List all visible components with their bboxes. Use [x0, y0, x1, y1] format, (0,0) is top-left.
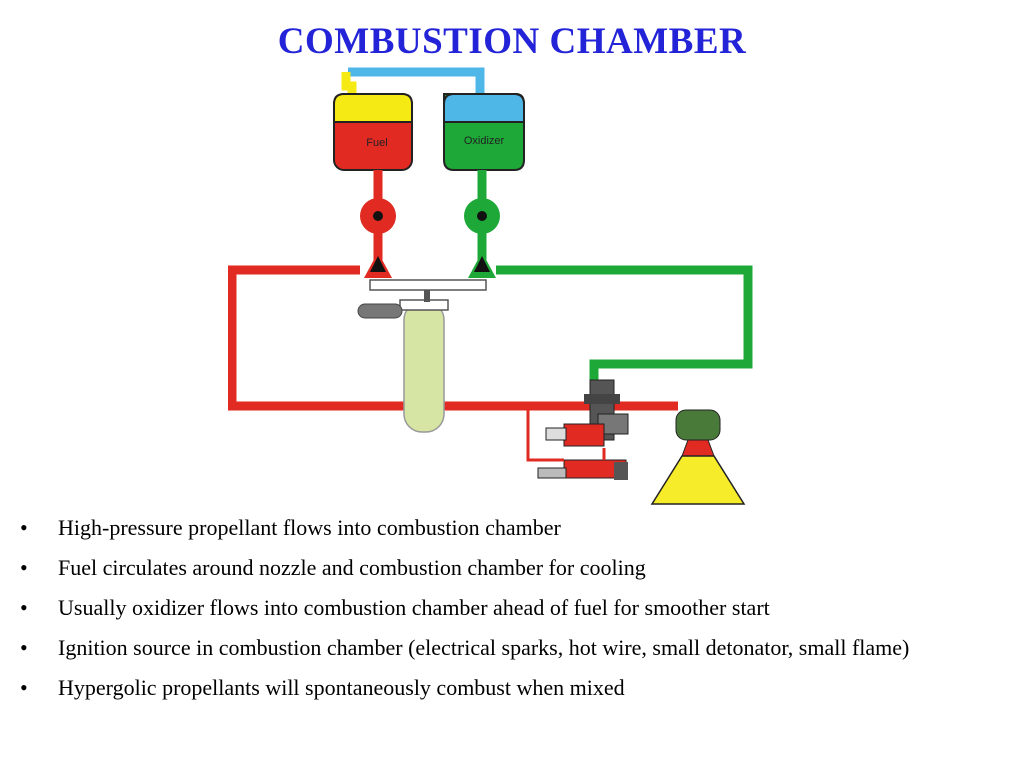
oxidizer-line [464, 170, 753, 384]
slide-title: COMBUSTION CHAMBER [277, 21, 747, 62]
oxidizer-tank: Oxidizer [443, 93, 525, 171]
bullet-list: •High-pressure propellant flows into com… [14, 514, 1014, 714]
bullet-item: •Usually oxidizer flows into combustion … [20, 595, 770, 620]
gas-generator [357, 290, 449, 433]
bullet-text: High-pressure propellant flows into comb… [58, 515, 561, 540]
manifold-bar [369, 279, 487, 291]
bullet-item: •High-pressure propellant flows into com… [20, 515, 561, 540]
nozzle [650, 409, 746, 505]
valve-assembly [526, 379, 629, 480]
bullet-item: •Hypergolic propellants will spontaneous… [20, 675, 625, 700]
fuel-tank-label: Fuel [366, 137, 387, 149]
bullet-item: •Ignition source in combustion chamber (… [20, 635, 910, 660]
pressurant-lines [341, 67, 485, 96]
bullet-text: Usually oxidizer flows into combustion c… [58, 595, 770, 620]
combustion-chamber-diagram: Fuel Oxidizer [228, 67, 753, 505]
fuel-tank: Fuel [333, 93, 413, 171]
oxidizer-tank-label: Oxidizer [464, 135, 505, 147]
bullet-text: Fuel circulates around nozzle and combus… [58, 555, 646, 580]
bullet-text: Ignition source in combustion chamber (e… [58, 635, 910, 660]
bullet-item: •Fuel circulates around nozzle and combu… [20, 555, 646, 580]
bullet-text: Hypergolic propellants will spontaneousl… [58, 675, 625, 700]
